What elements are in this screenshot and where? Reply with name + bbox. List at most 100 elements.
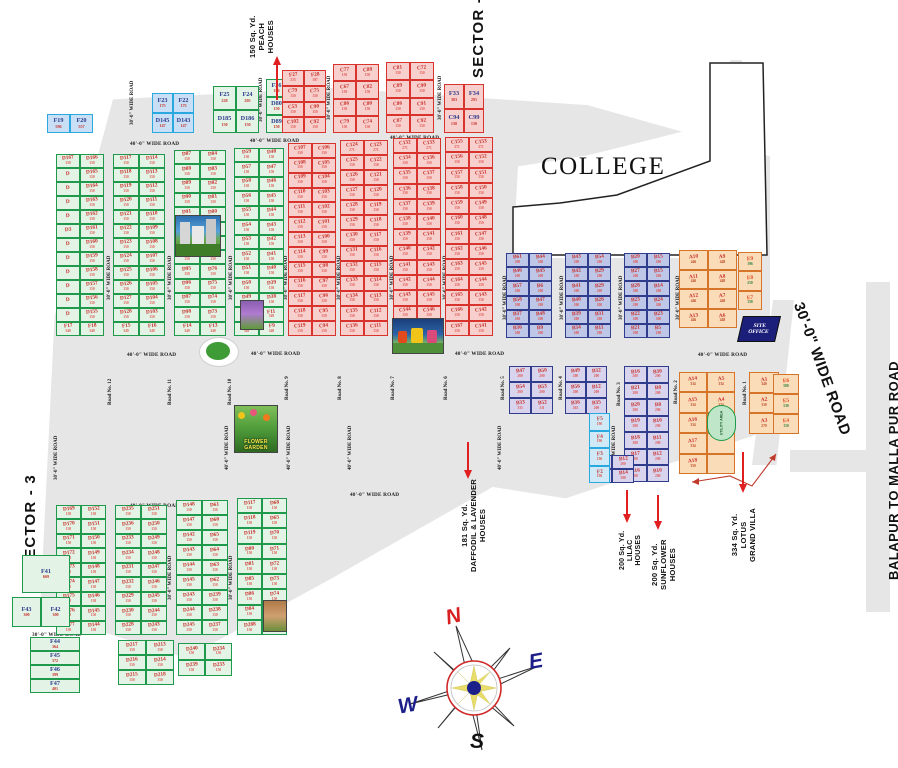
plot-cell-9[interactable] — [707, 453, 735, 474]
plot-D[interactable]: D — [56, 238, 80, 252]
